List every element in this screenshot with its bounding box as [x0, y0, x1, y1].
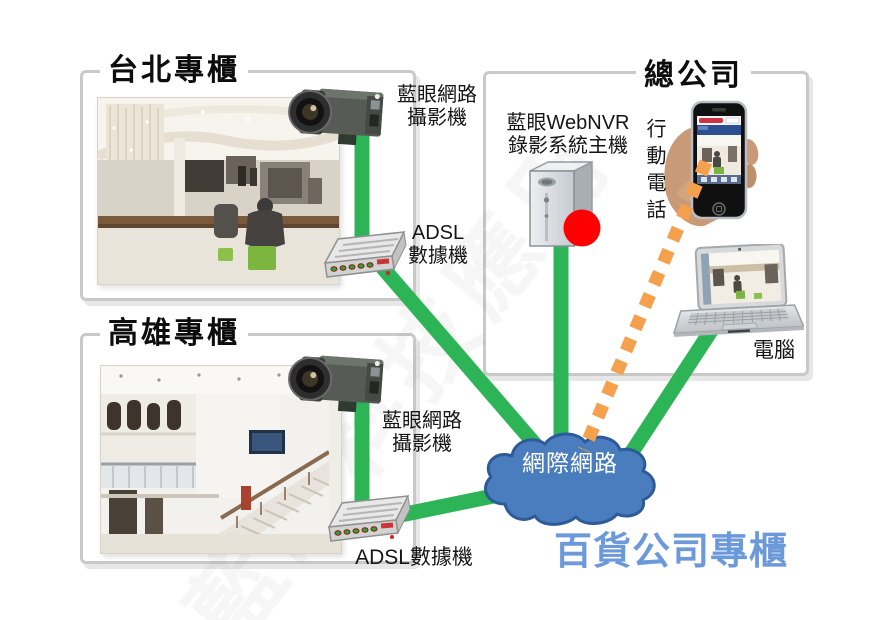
taipei-network-camera	[288, 78, 392, 150]
taipei-camera-label-line1: 藍眼網路	[397, 84, 477, 106]
nvr-label-line1: 藍眼WebNVR	[506, 112, 630, 134]
region-title-kaohsiung: 高雄專櫃	[100, 308, 248, 352]
region-box-taipei	[80, 70, 416, 301]
kaohsiung-network-camera	[288, 345, 392, 417]
diagram-caption: 百貨公司專櫃	[554, 531, 789, 573]
taipei-store-photo	[96, 97, 341, 285]
nvr-server	[520, 155, 604, 255]
taipei-camera-label: 藍眼網路 攝影機	[393, 84, 481, 130]
taipei-modem-label-line1: ADSL	[411, 222, 465, 244]
kaohsiung-store-photo	[100, 365, 342, 554]
nvr-label: 藍眼WebNVR 錄影系統主機	[490, 112, 646, 158]
kaohsiung-camera-label: 藍眼網路 攝影機	[378, 410, 466, 456]
kaohsiung-adsl-modem	[324, 493, 412, 551]
alert-dot	[563, 209, 601, 247]
region-title-taipei: 台北專櫃	[100, 45, 248, 89]
taipei-adsl-modem	[320, 229, 408, 287]
kaohsiung-modem-label: ADSL數據機	[355, 546, 473, 569]
laptop-computer	[670, 242, 805, 346]
kaohsiung-camera-label-line2: 攝影機	[392, 433, 452, 455]
internet-label: 網際網路	[522, 450, 618, 476]
region-title-headquarters: 總公司	[636, 50, 751, 94]
computer-label: 電腦	[753, 339, 795, 362]
mobile-phone-in-hand	[658, 96, 760, 234]
mobile-phone-label: 行動電話	[643, 118, 665, 226]
taipei-modem-label: ADSL 數據機	[398, 222, 478, 268]
nvr-label-line2: 錄影系統主機	[508, 135, 628, 157]
taipei-camera-label-line2: 攝影機	[407, 107, 467, 129]
kaohsiung-camera-label-line1: 藍眼網路	[382, 410, 462, 432]
taipei-modem-label-line2: 數據機	[408, 245, 468, 267]
